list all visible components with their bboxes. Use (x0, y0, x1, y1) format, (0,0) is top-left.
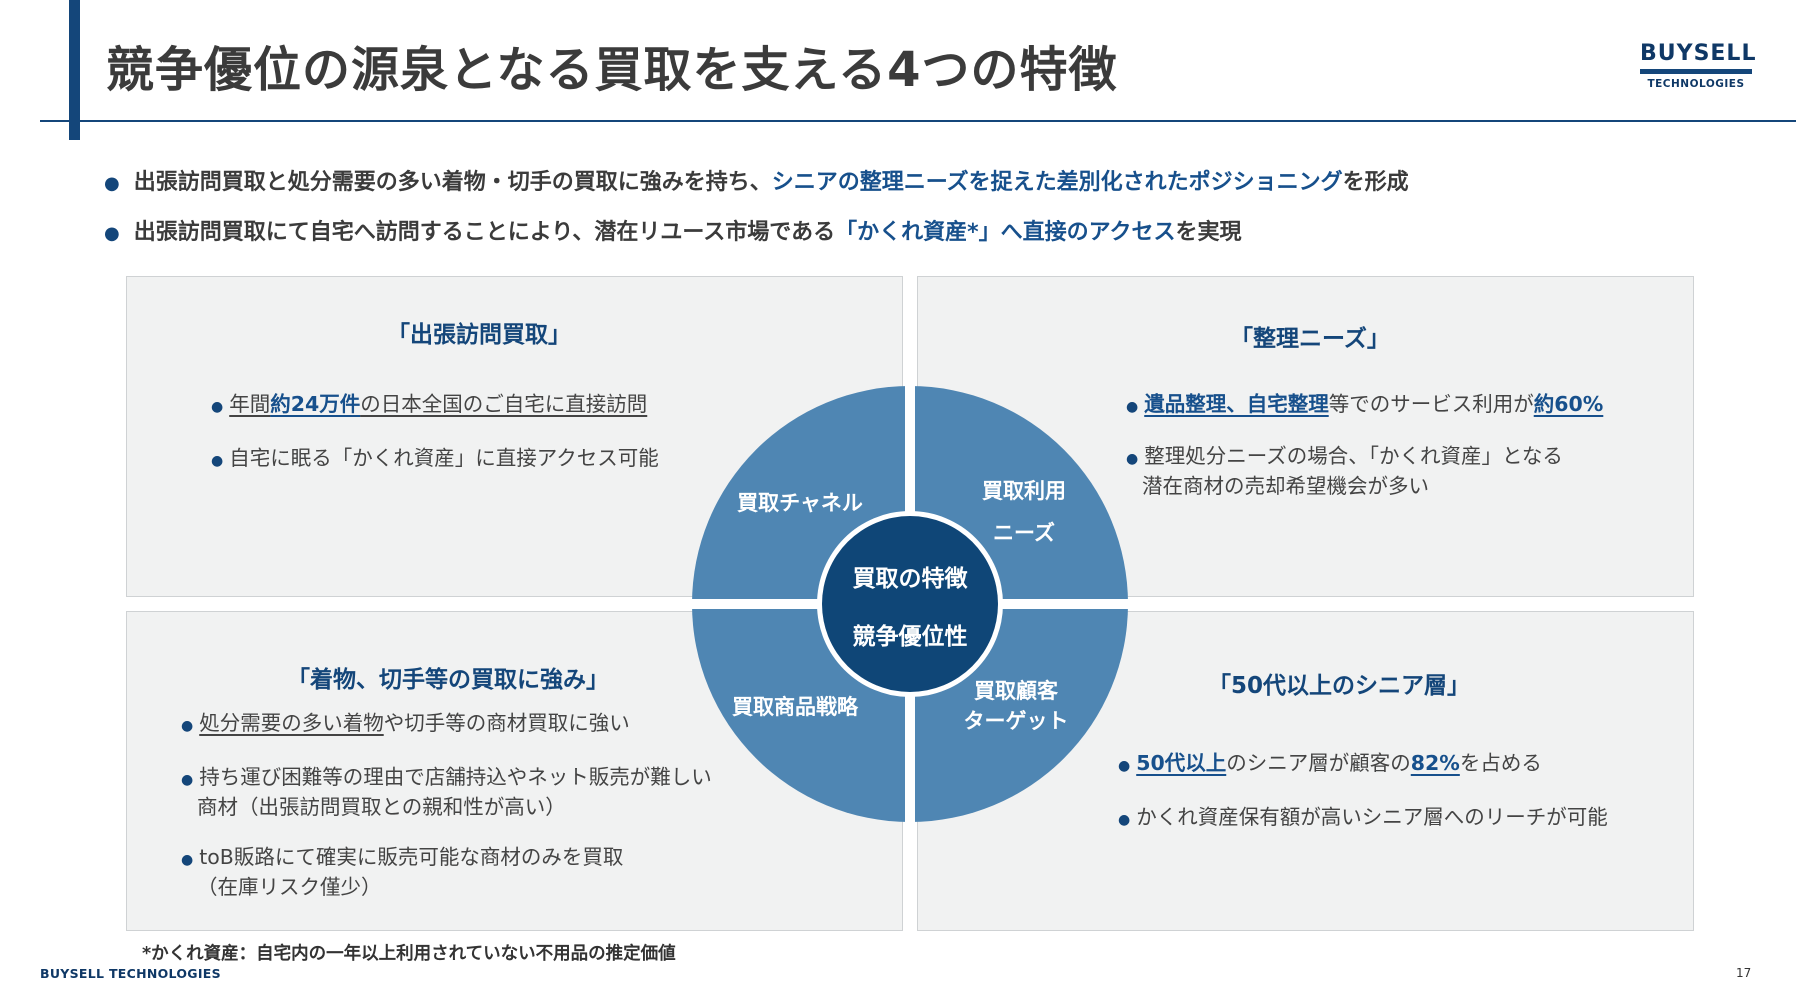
logo-wordmark: BUYSELL (1640, 41, 1757, 66)
accent-bar (69, 0, 80, 140)
panel-item: ●かくれ資産保有額が高いシニア層へのリーチが可能 (1118, 805, 1608, 829)
wheel-label-target-1: 買取顧客 (974, 679, 1059, 703)
panel-item: ●自宅に眠る「かくれ資産」に直接アクセス可能 (211, 446, 659, 470)
bullet-dot-icon: ● (211, 399, 224, 415)
bullet-dot-icon: ● (181, 718, 194, 734)
bullet-dot-icon: ● (1126, 399, 1139, 415)
panel-item: ●遺品整理、自宅整理等でのサービス利用が約60% (1126, 392, 1604, 416)
wheel-label-channel: 買取チャネル (737, 491, 863, 515)
panel-item: ●整理処分ニーズの場合、「かくれ資産」となる潜在商材の売却希望機会が多い (1126, 444, 1563, 498)
bullet-dot-icon: ● (181, 852, 194, 868)
bullet-dot-icon: ● (1126, 451, 1139, 467)
panel-heading: 「50代以上のシニア層」 (1208, 673, 1471, 699)
page-number: 17 (1736, 966, 1752, 980)
logo-subtitle: TECHNOLOGIES (1647, 78, 1745, 90)
footer-company: BUYSELL TECHNOLOGIES (40, 966, 221, 981)
panel-item: ●50代以上のシニア層が顧客の82%を占める (1118, 751, 1542, 775)
wheel-label-target-2: ターゲット (964, 709, 1069, 733)
bullet-dot-icon: ● (104, 223, 120, 244)
panel-item: ●toB販路にて確実に販売可能な商材のみを買取（在庫リスク僅少） (181, 845, 624, 899)
wheel-center-label-1: 買取の特徴 (853, 565, 969, 592)
bullet-dot-icon: ● (1118, 758, 1131, 774)
page-title: 競争優位の源泉となる買取を支える4つの特徴 (106, 42, 1118, 98)
company-logo: BUYSELL TECHNOLOGIES (1640, 41, 1757, 90)
panel-item: ●処分需要の多い着物や切手等の商材買取に強い (181, 711, 630, 735)
footnote: *かくれ資産：自宅内の一年以上利用されていない不用品の推定価値 (142, 944, 676, 964)
bullet-dot-icon: ● (211, 453, 224, 469)
wheel-center-label-2: 競争優位性 (853, 623, 968, 650)
features-wheel: 買取チャネル 買取利用 ニーズ 買取商品戦略 買取顧客 ターゲット 買取の特徴 … (690, 384, 1130, 824)
bullet-dot-icon: ● (104, 173, 120, 194)
panel-heading: 「整理ニーズ」 (1230, 326, 1390, 352)
panel-heading: 「着物、切手等の買取に強み」 (287, 667, 609, 693)
wheel-label-needs-1: 買取利用 (982, 479, 1066, 503)
wheel-center (822, 516, 998, 692)
panel-item: ●持ち運び困難等の理由で店舗持込やネット販売が難しい商材（出張訪問買取との親和性… (181, 765, 712, 819)
panel-heading: 「出張訪問買取」 (387, 322, 571, 348)
bullet-dot-icon: ● (181, 772, 194, 788)
logo-bar (1640, 69, 1752, 74)
panel-item: ●年間約24万件の日本全国のご自宅に直接訪問 (211, 392, 648, 416)
summary-bullet: ●出張訪問買取と処分需要の多い着物・切手の買取に強みを持ち、シニアの整理ニーズを… (104, 170, 1409, 195)
wheel-label-product: 買取商品戦略 (732, 695, 859, 719)
bullet-dot-icon: ● (1118, 812, 1131, 828)
summary-bullet: ●出張訪問買取にて自宅へ訪問することにより、潜在リユース市場である「かくれ資産*… (104, 220, 1242, 245)
wheel-label-needs-2: ニーズ (993, 521, 1055, 545)
summary-bullets: ●出張訪問買取と処分需要の多い着物・切手の買取に強みを持ち、シニアの整理ニーズを… (104, 164, 1409, 264)
header-divider (40, 120, 1796, 122)
